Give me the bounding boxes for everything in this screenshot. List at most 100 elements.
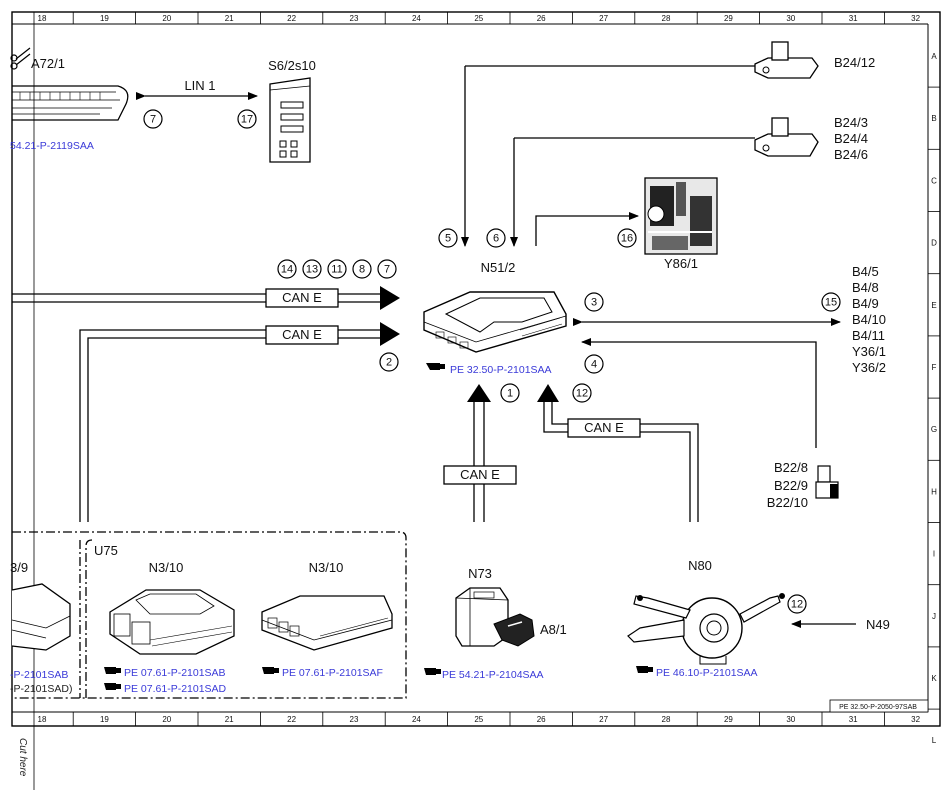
svg-text:7: 7 [150, 114, 156, 126]
ruler-col-label: 25 [474, 14, 483, 23]
u75-group-boundary [12, 531, 407, 699]
b4-11-label: B4/11 [852, 328, 885, 343]
svg-text:5: 5 [445, 233, 451, 245]
b24-6-label: B24/6 [834, 147, 868, 162]
n73-ignition-switch-drawing [455, 587, 509, 647]
u75-inner-boundary [85, 539, 93, 698]
ruler-col-label: 31 [849, 14, 858, 23]
marker-8: 8 [352, 259, 372, 279]
ruler-colb-label: 20 [162, 715, 171, 724]
n3-10b-reference: PE 07.61-P-2101SAF [282, 667, 383, 679]
ruler-row-label: K [931, 674, 937, 683]
svg-text:7: 7 [384, 264, 390, 276]
b22-wire [581, 338, 817, 448]
a72-component-drawing [12, 85, 129, 121]
frame [11, 11, 941, 790]
n3-10a-ecu-drawing [109, 589, 235, 655]
ruler-row-label: C [931, 176, 937, 185]
svg-text:15: 15 [825, 297, 837, 309]
svg-text:3: 3 [591, 297, 597, 309]
n80-steering-column-module-drawing [627, 593, 785, 665]
ruler-row-label: L [932, 736, 937, 745]
ruler-row-label: A [931, 52, 937, 61]
n80-reference: PE 46.10-P-2101SAA [656, 667, 758, 679]
y36-2-label: Y36/2 [852, 360, 886, 375]
ruler-colb-label: 26 [537, 715, 546, 724]
b22-9-label: B22/9 [774, 478, 808, 493]
ruler-col-label: 22 [287, 14, 296, 23]
ruler-colb-label: 24 [412, 715, 421, 724]
ruler-row-label: H [931, 487, 937, 496]
can-top-label: CAN E [282, 290, 322, 305]
n51-reference: PE 32.50-P-2101SAA [450, 364, 552, 376]
marker-2: 2 [379, 352, 399, 372]
marker-3: 3 [584, 292, 604, 312]
s6-label: S6/2s10 [268, 58, 316, 73]
u75-label: U75 [94, 543, 118, 558]
ruler-colb-label: 30 [786, 715, 795, 724]
marker-17: 17 [237, 109, 257, 129]
marker-12: 12 [787, 594, 807, 614]
ruler-row-label: G [931, 425, 937, 434]
ruler-colb-label: 28 [662, 715, 671, 724]
reference-hand-icon [104, 667, 121, 674]
b24-3-label: B24/3 [834, 115, 868, 130]
b22-10-label: B22/10 [767, 495, 808, 510]
ruler-col-label: 27 [599, 14, 608, 23]
ruler-row-label: E [931, 301, 936, 310]
marker-14: 14 [277, 259, 297, 279]
ruler-col-label: 20 [162, 14, 171, 23]
n3-10b-ecu-drawing [261, 595, 393, 651]
ruler-col-label: 28 [662, 14, 671, 23]
b24-4-label: B24/4 [834, 131, 868, 146]
svg-text:14: 14 [281, 264, 293, 276]
reference-hand-icon [424, 668, 441, 675]
ruler-col-label: 21 [225, 14, 234, 23]
n3-reference-2: PE 07.61-P-2101SAD [124, 683, 227, 695]
marker-11: 11 [327, 259, 347, 279]
svg-text:13: 13 [306, 264, 318, 276]
ruler-col-label: 23 [350, 14, 359, 23]
b4-9-label: B4/9 [852, 296, 879, 311]
marker-7: 7 [377, 259, 397, 279]
y86-wire [535, 212, 639, 246]
n3-9-ecu-drawing [11, 583, 71, 651]
y86-label: Y86/1 [664, 256, 698, 271]
can-bus-bottom-right [537, 384, 699, 522]
b22-8-label: B22/8 [774, 460, 808, 475]
document-code: PE 32.50-P-2050-97SAB [839, 704, 917, 711]
ruler-colb-label: 21 [225, 715, 234, 724]
ruler-col-label: 30 [786, 14, 795, 23]
svg-text:8: 8 [359, 264, 365, 276]
n3-10a-label: N3/10 [149, 560, 184, 575]
ruler-col-label: 32 [911, 14, 920, 23]
n51-control-unit-drawing [423, 291, 567, 353]
ruler-colb-label: 32 [911, 715, 920, 724]
n73-label: N73 [468, 566, 492, 581]
ruler-row-label: D [931, 239, 937, 248]
marker-16: 16 [617, 228, 637, 248]
can-mid-label: CAN E [282, 327, 322, 342]
ruler-colb-label: 18 [38, 715, 47, 724]
can-bus-top [12, 286, 400, 310]
svg-text:4: 4 [591, 359, 597, 371]
ruler-col-label: 26 [537, 14, 546, 23]
can-bottom-right-label: CAN E [584, 420, 624, 435]
marker-4: 4 [584, 354, 604, 374]
left-reference-2: -P-2101SAD) [10, 683, 72, 695]
ruler-colb-label: 27 [599, 715, 608, 724]
b24-12-sensor-drawing [754, 41, 819, 79]
y36-1-label: Y36/1 [852, 344, 886, 359]
b22-sensor-drawing [815, 465, 839, 499]
ruler-colb-label: 19 [100, 715, 109, 724]
cut-here-label: Cut here [17, 738, 28, 777]
marker-7: 7 [143, 109, 163, 129]
a72-reference: 54.21-P-2119SAA [10, 140, 94, 152]
can-bus-bottom-left [443, 384, 517, 522]
b4-5-label: B4/5 [852, 264, 879, 279]
reference-hand-icon [104, 683, 121, 690]
left-reference-1: -P-2101SAB [10, 669, 68, 681]
